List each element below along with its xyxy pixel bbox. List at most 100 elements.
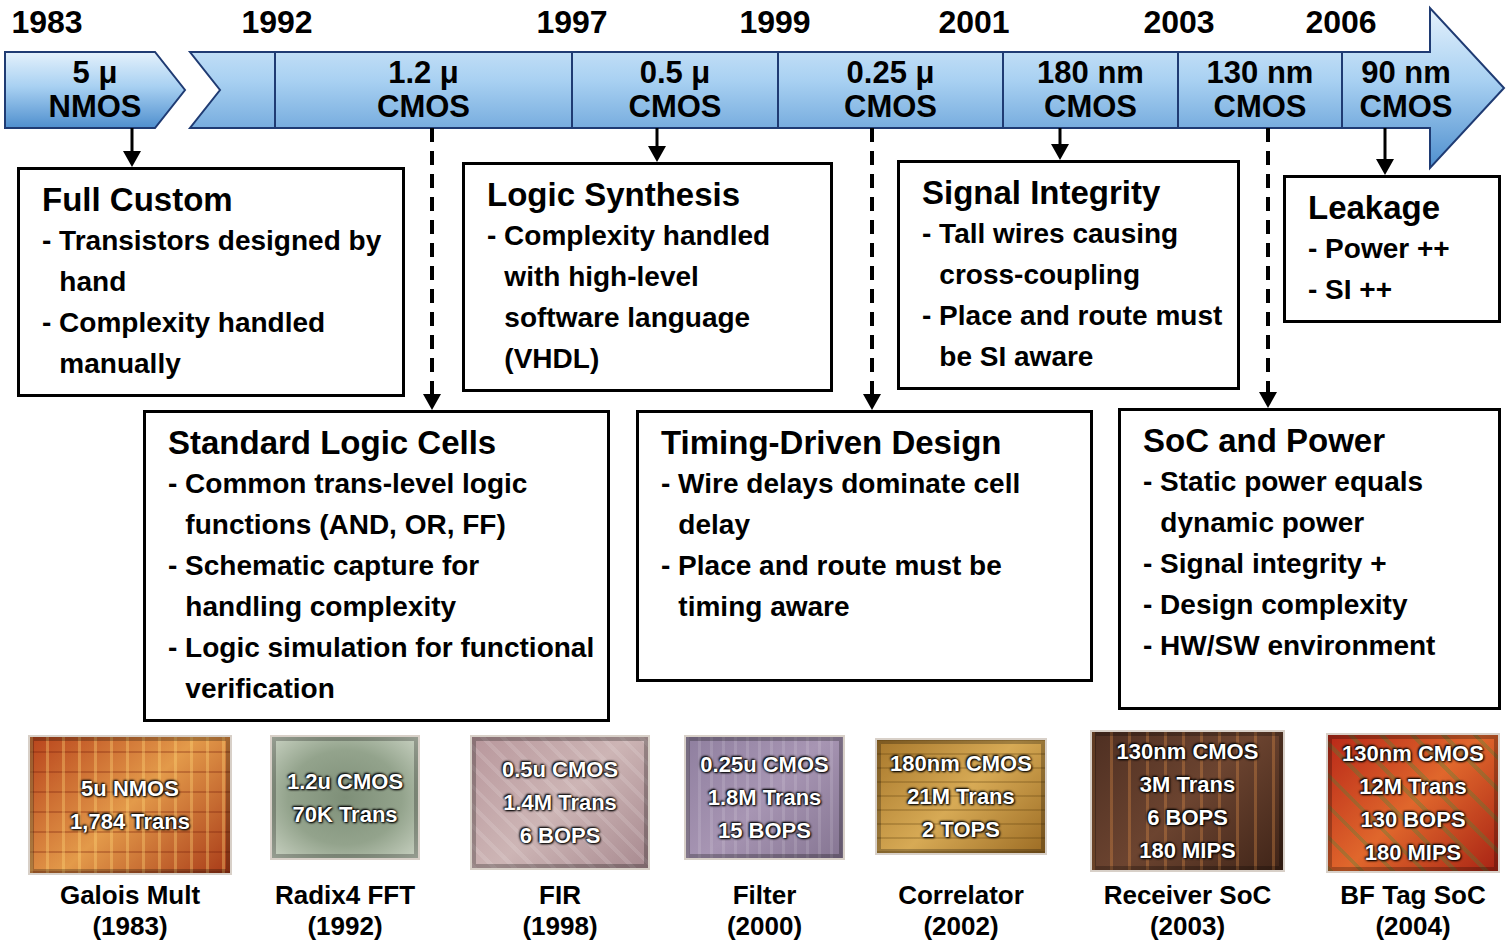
era-divider — [1002, 52, 1004, 128]
chip-label: 1.8M Trans — [708, 781, 822, 814]
topic-heading: Timing-Driven Design — [661, 423, 1080, 463]
bullet-text: - Wire delays dominate cell delay — [661, 463, 1080, 545]
year-label: 1983 — [11, 4, 82, 40]
bullet-text: - Schematic capture for handling complex… — [168, 545, 597, 627]
chip-label: 180nm CMOS — [890, 747, 1032, 780]
era-segment: 5 μ NMOS — [20, 52, 170, 128]
chip-photo: 1.2u CMOS70K TransRadix4 FFT (1992) — [270, 735, 420, 860]
chip-caption: Receiver SoC (2003) — [1085, 880, 1290, 942]
topic-heading: Leakage — [1308, 188, 1488, 228]
era-divider — [1341, 52, 1343, 128]
chip-photo: 180nm CMOS21M Trans2 TOPSCorrelator (200… — [875, 738, 1047, 855]
chip-caption: BF Tag SoC (2004) — [1321, 880, 1506, 942]
chip-photo: 5u NMOS1,784 TransGalois Mult (1983) — [28, 735, 232, 875]
chip-label: 21M Trans — [907, 780, 1015, 813]
topic-heading: SoC and Power — [1143, 421, 1488, 461]
bullet-text: - Logic simulation for functional verifi… — [168, 627, 597, 709]
year-label: 1999 — [739, 4, 810, 40]
arrow-head — [1376, 159, 1394, 175]
arrow-head — [123, 151, 141, 167]
chip-label: 6 BOPS — [1147, 801, 1228, 834]
connector-line — [870, 128, 874, 396]
topic-box: Standard Logic Cells- Common trans-level… — [143, 410, 610, 722]
chip-label: 130nm CMOS — [1342, 737, 1484, 770]
topic-heading: Standard Logic Cells — [168, 423, 597, 463]
topic-box: SoC and Power- Static power equals dynam… — [1118, 408, 1501, 710]
connector-line — [656, 128, 659, 148]
chip-label: 180 MIPS — [1365, 836, 1462, 869]
era-segment: 1.2 μ CMOS — [275, 52, 572, 128]
connector — [863, 128, 881, 410]
topic-box: Timing-Driven Design- Wire delays domina… — [636, 410, 1093, 682]
arrow-head — [1259, 392, 1277, 408]
topic-box: Full Custom- Transistors designed by han… — [17, 167, 405, 397]
year-label: 2006 — [1305, 4, 1376, 40]
era-divider — [274, 52, 276, 128]
era-label: 0.5 μ CMOS — [620, 56, 730, 124]
era-segment: 130 nm CMOS — [1178, 52, 1342, 128]
topic-heading: Full Custom — [42, 180, 392, 220]
era-chevron — [5, 52, 185, 128]
era-label: 5 μ NMOS — [40, 56, 150, 124]
connector — [123, 128, 141, 167]
era-label: 180 nm CMOS — [1028, 56, 1153, 124]
topic-box: Signal Integrity- Tall wires causing cro… — [897, 160, 1240, 390]
topic-box: Logic Synthesis- Complexity handled with… — [462, 162, 833, 392]
era-segment: 180 nm CMOS — [1003, 52, 1178, 128]
year-label: 2003 — [1143, 4, 1214, 40]
chip-photo: 0.5u CMOS1.4M Trans6 BOPSFIR (1998) — [470, 735, 650, 870]
bullet-text: - Common trans-level logic functions (AN… — [168, 463, 597, 545]
era-divider — [571, 52, 573, 128]
arrow-head — [1051, 144, 1069, 160]
year-label: 1997 — [536, 4, 607, 40]
chip-label: 6 BOPS — [520, 819, 601, 852]
connector — [423, 128, 441, 410]
era-label: 130 nm CMOS — [1198, 56, 1323, 124]
era-divider — [1177, 52, 1179, 128]
chip-label: 2 TOPS — [922, 813, 1000, 846]
connector — [1051, 128, 1069, 160]
connector — [648, 128, 666, 162]
bullet-text: - SI ++ — [1308, 269, 1488, 310]
chip-label: 1,784 Trans — [70, 805, 190, 838]
era-label: 0.25 μ CMOS — [836, 56, 946, 124]
bullet-text: - Power ++ — [1308, 228, 1488, 269]
bullet-text: - Signal integrity + — [1143, 543, 1488, 584]
connector-line — [1384, 128, 1387, 161]
topic-heading: Signal Integrity — [922, 173, 1227, 213]
bullet-text: - Static power equals dynamic power — [1143, 461, 1488, 543]
chip-label: 0.5u CMOS — [502, 753, 618, 786]
arrow-head — [648, 146, 666, 162]
chip-caption: FIR (1998) — [513, 880, 608, 942]
arrow-head — [863, 394, 881, 410]
era-label: 90 nm CMOS — [1351, 56, 1461, 124]
connector-line — [131, 128, 134, 153]
chip-label: 0.25u CMOS — [700, 748, 828, 781]
chip-label: 180 MIPS — [1139, 834, 1236, 867]
chip-label: 70K Trans — [292, 798, 397, 831]
chip-label: 130nm CMOS — [1117, 735, 1259, 768]
era-segment: 90 nm CMOS — [1342, 52, 1470, 128]
chip-caption: Radix4 FFT (1992) — [255, 880, 435, 942]
bullet-text: - Place and route must be timing aware — [661, 545, 1080, 627]
chip-caption: Galois Mult (1983) — [40, 880, 220, 942]
year-label: 2001 — [938, 4, 1009, 40]
chip-label: 15 BOPS — [718, 814, 811, 847]
arrow-head — [423, 394, 441, 410]
era-divider — [777, 52, 779, 128]
chip-caption: Correlator (2002) — [879, 880, 1044, 942]
year-label: 1992 — [241, 4, 312, 40]
chip-photo: 130nm CMOS12M Trans130 BOPS180 MIPSBF Ta… — [1326, 733, 1500, 873]
connector-line — [1266, 128, 1270, 394]
connector — [1259, 128, 1277, 408]
bullet-text: - Complexity handled with high-level sof… — [487, 215, 820, 379]
chip-photo: 130nm CMOS3M Trans6 BOPS180 MIPSReceiver… — [1090, 730, 1285, 872]
connector-line — [1059, 128, 1062, 146]
topic-box: Leakage- Power ++- SI ++ — [1283, 175, 1501, 323]
bullet-text: - Transistors designed by hand — [42, 220, 392, 302]
chip-label: 1.4M Trans — [503, 786, 617, 819]
bullet-text: - Complexity handled manually — [42, 302, 392, 384]
chip-photo: 0.25u CMOS1.8M Trans15 BOPSFilter (2000) — [684, 735, 845, 860]
